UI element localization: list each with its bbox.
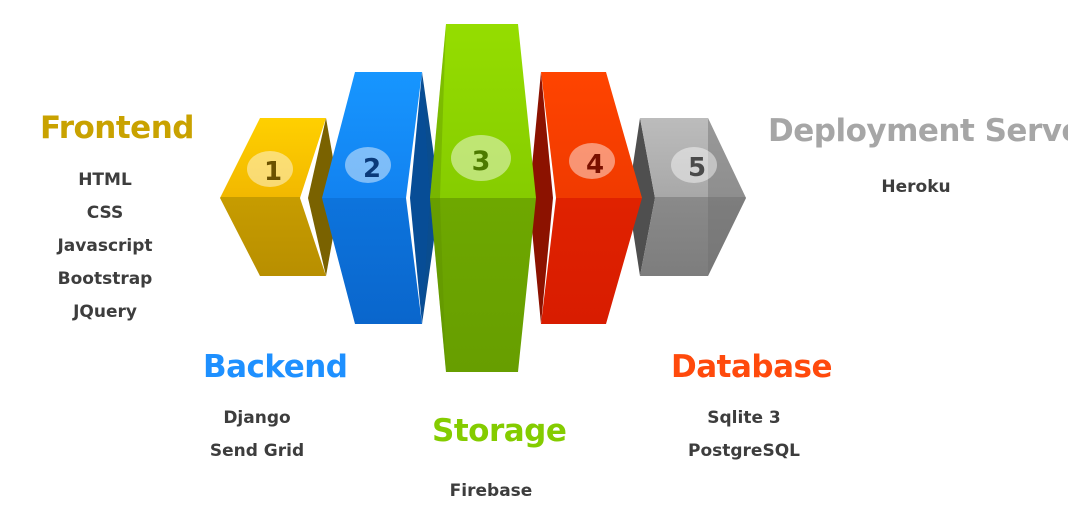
- deployment-title: Deployment Server: [768, 113, 1068, 149]
- backend-title: Backend: [203, 349, 348, 385]
- block-1: 1: [220, 118, 340, 276]
- block-5-number: 5: [688, 153, 706, 183]
- block-2-number: 2: [363, 154, 381, 184]
- storage-list: Firebase: [421, 475, 561, 508]
- block-1-number: 1: [264, 157, 282, 187]
- block-2: 2: [322, 72, 440, 324]
- frontend-item: CSS: [86, 203, 124, 223]
- block-3-number: 3: [472, 146, 491, 177]
- backend-item: Send Grid: [209, 441, 305, 461]
- storage-item: Firebase: [449, 481, 533, 501]
- deployment-item: Heroku: [881, 177, 951, 197]
- backend-list: Django Send Grid: [190, 402, 324, 468]
- frontend-list: HTML CSS Javascript Bootstrap JQuery: [40, 164, 170, 329]
- database-item: Sqlite 3: [707, 408, 781, 428]
- database-item: PostgreSQL: [688, 441, 800, 461]
- frontend-title: Frontend: [40, 110, 194, 146]
- frontend-item: HTML: [78, 170, 132, 190]
- block-4-number: 4: [586, 150, 604, 180]
- frontend-item: JQuery: [73, 302, 137, 322]
- deployment-list: Heroku: [856, 171, 976, 204]
- database-title: Database: [671, 349, 832, 385]
- storage-title: Storage: [432, 413, 567, 449]
- block-3: 3: [430, 24, 536, 372]
- backend-item: Django: [223, 408, 291, 428]
- block-4: 4: [529, 72, 642, 324]
- frontend-item: Javascript: [57, 236, 153, 256]
- block-5: 5: [628, 118, 746, 276]
- frontend-item: Bootstrap: [57, 269, 153, 289]
- database-list: Sqlite 3 PostgreSQL: [673, 402, 815, 468]
